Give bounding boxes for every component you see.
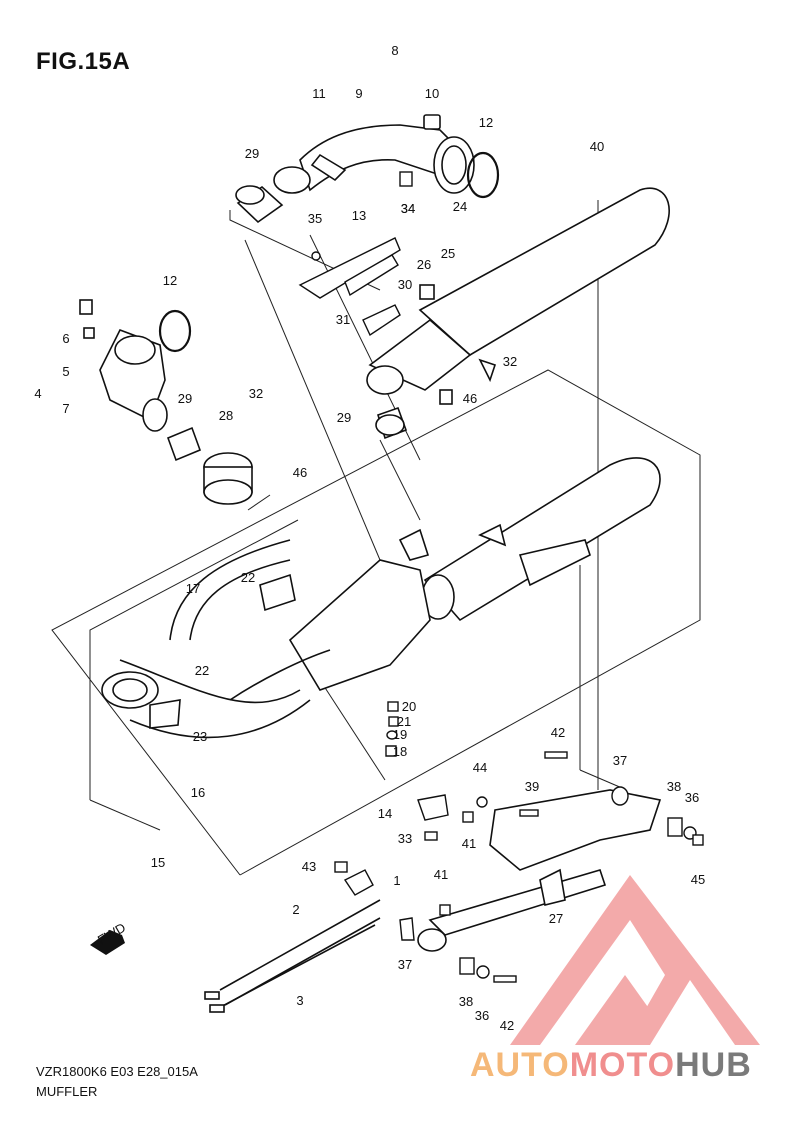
watermark-part-auto: AUTO: [470, 1046, 570, 1084]
callout-17: 17: [186, 581, 200, 596]
main-muffler-assembly: [288, 457, 661, 691]
callout-31: 31: [336, 312, 350, 327]
small-hardware: [385, 701, 399, 757]
bolt-34-upper: [399, 171, 413, 187]
heat-shield-13: [298, 237, 401, 337]
diagram-caption: MUFFLER: [36, 1084, 98, 1099]
header-pipes: [119, 539, 331, 739]
callout-32: 32: [503, 354, 517, 369]
callout-3: 3: [296, 993, 303, 1008]
clamp-28: [203, 452, 253, 505]
callout-26: 26: [417, 257, 431, 272]
callout-30: 30: [398, 277, 412, 292]
callout-10: 10: [425, 86, 439, 101]
callout-27: 27: [549, 911, 563, 926]
callout-34: 34: [401, 201, 415, 216]
cat-end-caps: [101, 573, 296, 729]
callout-46: 46: [463, 391, 477, 406]
callout-18: 18: [393, 744, 407, 759]
callout-22: 22: [195, 663, 209, 678]
callout-12: 12: [479, 115, 493, 130]
assembly-outlines: [51, 200, 701, 876]
connector-29-upper: [235, 185, 284, 224]
callout-38: 38: [667, 779, 681, 794]
watermark-part-hub: HUB: [675, 1046, 752, 1084]
callout-5: 5: [62, 364, 69, 379]
callout-35: 35: [308, 211, 322, 226]
callout-20: 20: [402, 699, 416, 714]
watermark-text: AUTOMOTOHUB: [470, 1046, 752, 1085]
callout-13: 13: [352, 208, 366, 223]
front-exhaust-pipe: [273, 114, 475, 194]
callout-33: 33: [398, 831, 412, 846]
callout-32: 32: [249, 386, 263, 401]
callout-42: 42: [551, 725, 565, 740]
callout-16: 16: [191, 785, 205, 800]
stand-hardware: [334, 751, 704, 983]
callout-7: 7: [62, 401, 69, 416]
callout-44: 44: [473, 760, 487, 775]
throttle-cables: [204, 899, 381, 1013]
callout-14: 14: [378, 806, 392, 821]
watermark-part-moto: MOTO: [569, 1046, 676, 1084]
watermark-logo: [510, 875, 760, 1045]
callout-11: 11: [312, 86, 326, 101]
callout-24: 24: [453, 199, 467, 214]
callout-6: 6: [62, 331, 69, 346]
figure-title: FIG.15A: [36, 48, 131, 75]
callout-15: 15: [151, 855, 165, 870]
callout-46: 46: [293, 465, 307, 480]
callout-9: 9: [355, 86, 362, 101]
callout-41: 41: [462, 836, 476, 851]
connector-29-mid: [375, 406, 408, 440]
callout-12: 12: [163, 273, 177, 288]
callout-28: 28: [219, 408, 233, 423]
gasket-12-left: [158, 309, 192, 353]
callout-1: 1: [393, 873, 400, 888]
callout-42: 42: [500, 1018, 514, 1033]
callout-29: 29: [178, 391, 192, 406]
callout-19: 19: [393, 727, 407, 742]
callout-36: 36: [685, 790, 699, 805]
callout-39: 39: [525, 779, 539, 794]
callout-23: 23: [193, 729, 207, 744]
callout-43: 43: [302, 859, 316, 874]
callout-21: 21: [397, 714, 411, 729]
callout-36: 36: [475, 1008, 489, 1023]
callout-2: 2: [292, 902, 299, 917]
callout-29: 29: [337, 410, 351, 425]
connector-29-left: [166, 426, 202, 462]
callout-25: 25: [441, 246, 455, 261]
callout-29: 29: [245, 146, 259, 161]
callout-45: 45: [691, 872, 705, 887]
rear-muffler-upper: [366, 187, 670, 405]
callout-8: 8: [391, 43, 398, 58]
rear-exhaust-pipe-left: [79, 299, 168, 432]
callout-22: 22: [241, 570, 255, 585]
callout-38: 38: [459, 994, 473, 1009]
callout-4: 4: [34, 386, 41, 401]
gasket-12-upper: [466, 151, 500, 199]
callout-37: 37: [613, 753, 627, 768]
callout-40: 40: [590, 139, 604, 154]
callout-41: 41: [434, 867, 448, 882]
forward-arrow: FWD: [90, 920, 128, 955]
callout-34: 34: [401, 201, 415, 216]
diagram-code: VZR1800K6 E03 E28_015A: [36, 1064, 198, 1079]
callout-37: 37: [398, 957, 412, 972]
